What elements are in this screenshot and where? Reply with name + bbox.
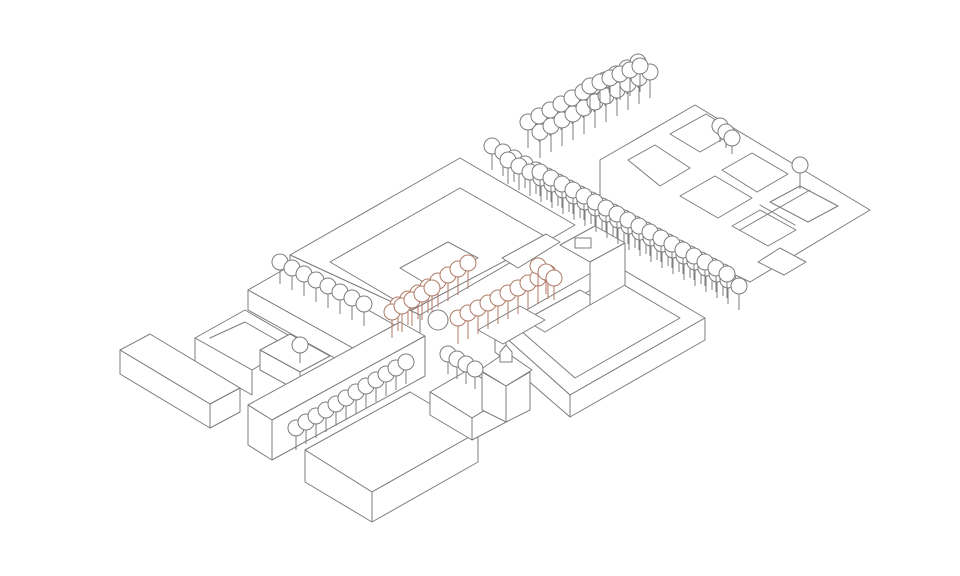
tree-crown (631, 57, 649, 75)
central-inner-block-2 (501, 233, 561, 269)
parterre-bed-5 (731, 209, 797, 247)
tree-crown (466, 360, 484, 378)
central-roundel-tree (427, 309, 449, 331)
tree-crown (545, 269, 563, 287)
tree (718, 265, 736, 298)
parterre-bed-7 (757, 247, 807, 276)
tree-crown (397, 353, 415, 371)
parterre-bed-6 (769, 185, 839, 223)
tree-crown (791, 156, 809, 174)
tree-crown (355, 295, 373, 313)
tree (631, 57, 649, 92)
left-wing-buildings (119, 265, 401, 429)
highlighted-tree (423, 279, 441, 314)
tree-crown (718, 265, 736, 283)
hall-face (194, 337, 253, 396)
tree (791, 156, 809, 189)
parterre-bed-4 (721, 152, 789, 193)
right-wing-side-face (494, 327, 571, 418)
highlighted-tree (459, 254, 477, 289)
garden-path (739, 189, 811, 231)
gate-tower-top (574, 237, 592, 249)
tree-crown (459, 254, 477, 272)
west-long-wing-end (209, 387, 241, 429)
highlighted-tree (393, 297, 411, 332)
chapel-block (429, 305, 546, 441)
tree (291, 336, 309, 363)
tree (730, 277, 748, 310)
tree (575, 99, 593, 134)
tree-crown (291, 336, 309, 354)
tree-rows (271, 53, 809, 450)
parterre-bed-3 (679, 175, 753, 219)
tree (723, 129, 741, 154)
tree-crown (423, 279, 441, 297)
entrance-block (477, 305, 546, 345)
garden-path (759, 204, 796, 226)
tree-crown (730, 277, 748, 295)
tree (466, 360, 484, 389)
gate-tower-face (589, 242, 626, 306)
tree (355, 295, 373, 326)
hall-ridge (209, 321, 281, 343)
right-courtyard-building (494, 225, 706, 418)
lower-block-side (371, 431, 479, 523)
central-inner-block-1 (399, 241, 479, 287)
tree (397, 353, 415, 384)
parterre-bed-1 (627, 144, 691, 187)
chapel-lantern (499, 344, 513, 363)
tree-crown (723, 129, 741, 147)
highlighted-tree (545, 269, 563, 300)
